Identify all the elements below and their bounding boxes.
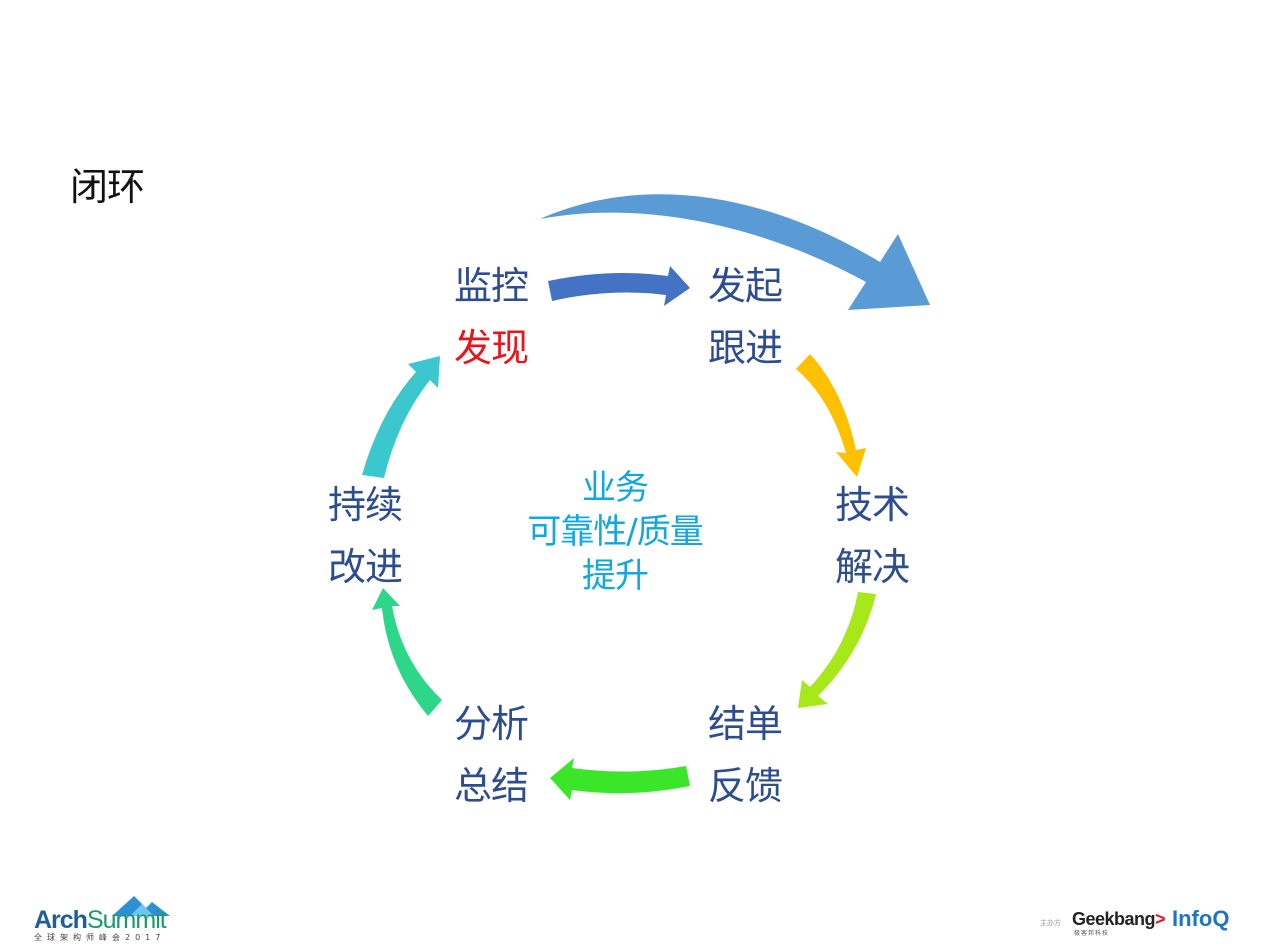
infoq-logo: InfoQ xyxy=(1172,906,1230,931)
arrow-monitor-to-followup xyxy=(548,266,690,306)
sponsor-logos: 主办方 Geekbang> 极客邦科技 InfoQ xyxy=(1040,906,1260,946)
arrow-followup-to-solve xyxy=(796,354,866,477)
geekbang-mark: > xyxy=(1155,909,1166,929)
node-followup-line1: 发起 xyxy=(707,264,783,308)
center-label-line1: 业务 xyxy=(582,468,649,508)
arrow-analysis-to-improve xyxy=(372,588,442,716)
center-label-line2: 可靠性/质量 xyxy=(527,512,703,552)
node-followup: 发起 跟进 xyxy=(690,255,800,379)
node-improve: 持续 改进 xyxy=(310,474,420,598)
node-solve-line1: 技术 xyxy=(834,483,910,527)
slide-title: 闭环 xyxy=(70,165,145,209)
node-improve-line2: 改进 xyxy=(327,545,403,589)
geekbang-wordmark: Geekbang xyxy=(1072,909,1156,929)
geekbang-subtitle: 极客邦科技 xyxy=(1074,930,1110,937)
archsummit-wordmark-part2: Summit xyxy=(86,906,167,934)
arrow-feedback-to-analysis xyxy=(550,758,690,800)
geekbang-logo: Geekbang> xyxy=(1072,909,1166,930)
center-label: 业务 可靠性/质量 提升 xyxy=(480,466,750,598)
node-analysis-line1: 分析 xyxy=(453,702,529,746)
node-monitor-line2: 发现 xyxy=(453,326,529,370)
node-feedback-line2: 反馈 xyxy=(707,764,783,808)
center-label-line3: 提升 xyxy=(582,556,649,596)
mountain-icon xyxy=(112,896,170,916)
big-curved-arrow xyxy=(540,194,930,310)
node-analysis: 分析 总结 xyxy=(436,693,546,817)
node-monitor-line1: 监控 xyxy=(453,264,529,308)
node-feedback-line1: 结单 xyxy=(707,702,783,746)
archsummit-wordmark: ArchSummit xyxy=(34,906,167,935)
archsummit-tagline: 全球架构师峰会2017 xyxy=(34,933,166,942)
arrow-solve-to-feedback xyxy=(798,592,876,708)
node-monitor: 监控 发现 xyxy=(436,255,546,379)
node-feedback: 结单 反馈 xyxy=(690,693,800,817)
node-followup-line2: 跟进 xyxy=(707,326,783,370)
node-solve: 技术 解决 xyxy=(817,474,927,598)
node-analysis-line2: 总结 xyxy=(453,764,529,808)
node-improve-line1: 持续 xyxy=(327,483,403,527)
node-solve-line2: 解决 xyxy=(834,545,910,589)
archsummit-wordmark-part1: Arch xyxy=(34,906,88,934)
sponsor-label: 主办方 xyxy=(1040,919,1061,927)
archsummit-logo: ArchSummit 全球架构师峰会2017 xyxy=(34,894,194,946)
arrow-improve-to-monitor xyxy=(362,356,440,478)
